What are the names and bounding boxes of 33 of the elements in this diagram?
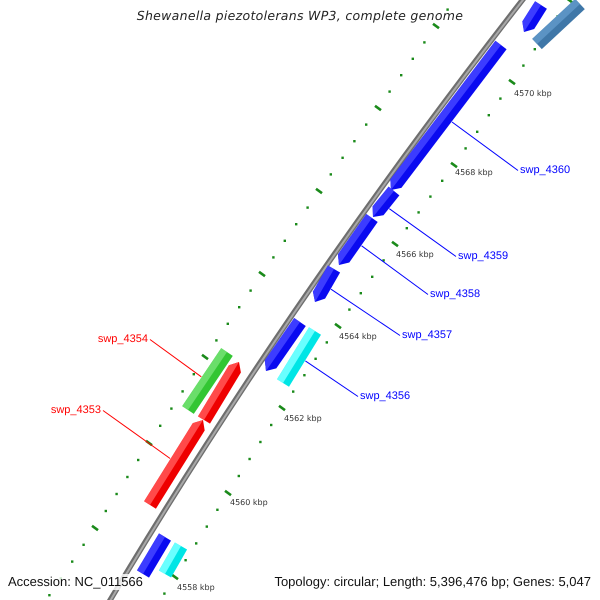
- gene-feature: [390, 40, 507, 190]
- gene-feature: [532, 0, 585, 50]
- gene-label: swp_4353: [50, 404, 101, 417]
- genome-summary: Topology: circular; Length: 5,396,476 bp; Genes: 5,047: [274, 574, 591, 590]
- diagram-title: Shewanella piezotolerans WP3, complete genome: [136, 8, 464, 23]
- leader-line: [102, 410, 171, 459]
- gene-feature: [158, 542, 188, 578]
- gene-feature: [144, 420, 205, 509]
- gene-feature: [522, 1, 547, 32]
- gene-feature: [312, 266, 340, 302]
- leader-line: [388, 208, 456, 257]
- gene-label: swp_4357: [402, 329, 452, 342]
- scale-label: 4558 kbp: [177, 582, 215, 593]
- scale-label: 4568 kbp: [455, 167, 493, 178]
- gene-label: swp_4356: [360, 390, 410, 403]
- leader-line: [330, 288, 400, 336]
- leader-line: [150, 339, 202, 378]
- gene-label: swp_4358: [430, 288, 480, 301]
- gene-feature: [338, 214, 378, 265]
- gene-feature: [198, 362, 241, 424]
- leader-line: [361, 245, 428, 295]
- gene-feature: [277, 327, 321, 387]
- gene-label: swp_4360: [520, 164, 570, 177]
- accession-label: Accession: NC_011566: [8, 574, 143, 590]
- gene-feature: [372, 186, 400, 217]
- gene-label: swp_4354: [98, 333, 148, 346]
- gene-label: swp_4359: [458, 250, 508, 263]
- scale-label: 4566 kbp: [396, 249, 434, 260]
- scale-label: 4562 kbp: [284, 413, 322, 424]
- scale-label: 4564 kbp: [339, 331, 377, 342]
- scale-label: 4560 kbp: [230, 497, 268, 508]
- leader-line: [452, 122, 518, 171]
- scale-label: 4570 kbp: [514, 88, 552, 99]
